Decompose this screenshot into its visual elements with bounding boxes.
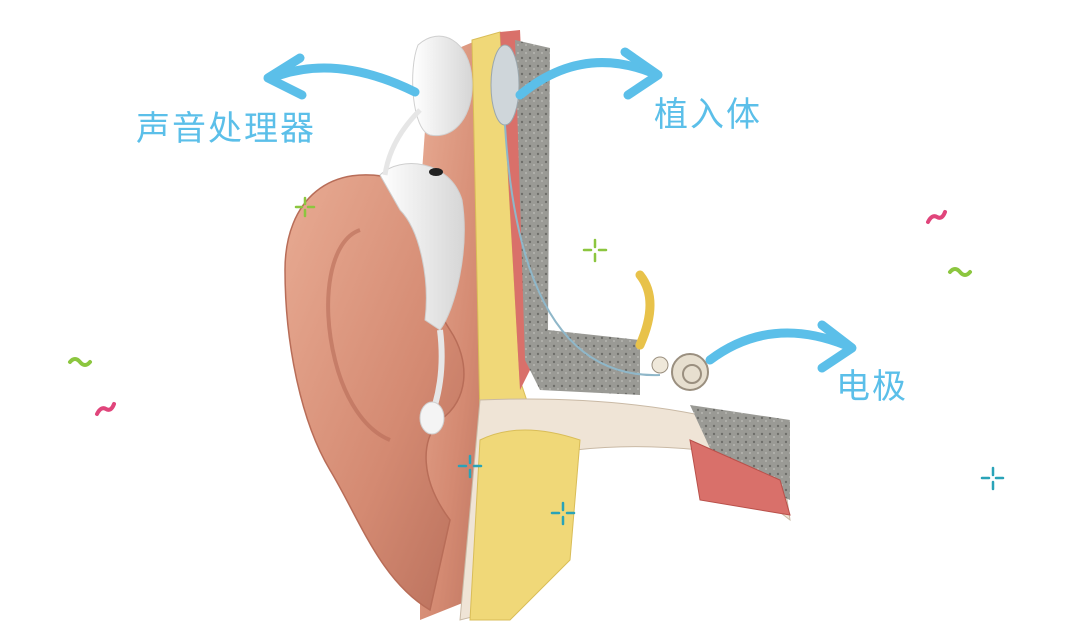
arrow-implant xyxy=(515,58,655,100)
label-implant: 植入体 xyxy=(654,95,762,135)
sparkle-cross-icon xyxy=(582,238,608,263)
squiggle-icon xyxy=(68,357,92,367)
implant-lead xyxy=(504,124,661,377)
lower-fat-layer xyxy=(469,429,581,621)
squiggle-icon xyxy=(95,402,116,416)
ear-inner-fold xyxy=(326,228,391,442)
ossicle xyxy=(651,356,669,374)
processor-mic-dot xyxy=(429,168,443,176)
muscle-fan xyxy=(689,439,791,516)
arrow-electrode-head xyxy=(817,320,857,373)
arrow-processor-head xyxy=(263,53,307,100)
sound-processor-body xyxy=(379,163,465,331)
sparkle-cross-icon xyxy=(294,196,316,218)
arrow-electrode xyxy=(705,328,850,365)
squiggle-icon xyxy=(948,267,972,277)
skull-bone-layer xyxy=(515,40,640,395)
sparkle-cross-icon xyxy=(550,501,576,526)
arrow-implant-head xyxy=(620,47,663,100)
arrow-processor xyxy=(275,63,420,97)
squiggle-icon xyxy=(926,210,947,224)
headpiece-cable xyxy=(382,108,422,176)
cochlea-outer xyxy=(671,353,709,391)
sparkle-cross-icon xyxy=(457,454,483,479)
processor-earpiece xyxy=(419,401,445,435)
nerve-tube xyxy=(635,270,655,350)
cochlea-inner xyxy=(682,364,702,384)
fat-layer xyxy=(471,31,531,421)
implant-body xyxy=(490,44,520,126)
processor-cable xyxy=(432,329,445,406)
label-electrode: 电极 xyxy=(836,367,908,407)
label-sound-processor: 声音处理器 xyxy=(136,109,316,149)
sparkle-cross-icon xyxy=(980,466,1005,491)
